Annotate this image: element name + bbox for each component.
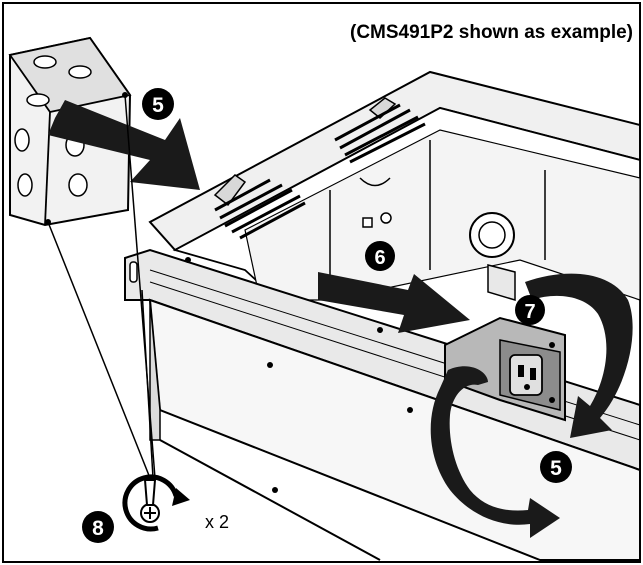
knockout-hole: [17, 173, 33, 197]
knockout-hole: [26, 93, 50, 107]
step-badge-8: 8: [82, 511, 114, 543]
arrow-rotate-bottom: [430, 366, 560, 538]
main-enclosure: [124, 70, 641, 561]
step-badge-6: 6: [365, 241, 395, 271]
arrow-rotate-clockwise: [525, 273, 633, 438]
knockout-hole: [68, 173, 88, 197]
arrow-box-insert: [48, 100, 200, 190]
screwdriver-icon: [143, 479, 157, 506]
step-number: 7: [524, 301, 535, 323]
caption-model-example: (CMS491P2 shown as example): [350, 22, 633, 43]
step-number: 5: [550, 457, 562, 480]
step-number: 5: [152, 94, 164, 117]
step-number: 8: [92, 517, 104, 540]
knockout-hole: [33, 55, 57, 69]
step-badge-5-top: 5: [142, 88, 174, 120]
knockout-hole: [14, 128, 30, 152]
step-badge-7: 7: [515, 295, 545, 325]
screw-rotate-icon: [122, 474, 190, 532]
step-badge-5-right: 5: [540, 451, 572, 483]
arrow-bracket-insert: [318, 272, 470, 333]
leader-lines: [47, 94, 156, 479]
knockout-hole: [68, 65, 92, 79]
step-number: 6: [374, 247, 385, 269]
screw-count-label: x 2: [205, 512, 229, 532]
